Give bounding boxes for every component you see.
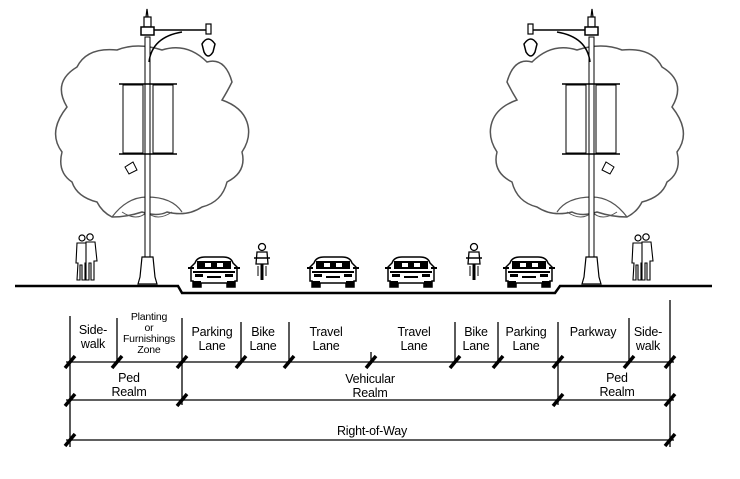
segment-label-travel-lane-right: Travel Lane [397,325,431,353]
ground-profile [15,284,712,295]
segment-label-planting-zone: Planting or Furnishings Zone [122,311,176,356]
realm-label-ped-right: Ped Realm [599,371,635,399]
segment-label-bike-lane-left: Bike Lane [249,325,277,353]
segment-label-parking-lane-right: Parking Lane [505,325,547,353]
car-icon [187,256,241,288]
right-of-way-label: Right-of-Way [336,424,408,438]
left-pedestrians-icon [75,233,98,281]
segment-label-sidewalk-left: Side- walk [78,323,108,351]
right-pedestrians-icon [631,233,654,281]
car-icon [502,256,556,288]
realm-label-vehicular: Vehicular Realm [345,372,395,400]
dimension-lines [63,300,677,448]
car-icon [306,256,360,288]
realm-label-ped-left: Ped Realm [111,371,147,399]
car-icon [384,256,438,288]
right-tree-streetlight [489,8,685,285]
segment-label-parking-lane-left: Parking Lane [191,325,233,353]
segment-label-travel-lane-left: Travel Lane [309,325,343,353]
bicycle-icon [253,242,271,281]
segment-label-sidewalk-right: Side- walk [633,325,663,353]
segment-label-bike-lane-right: Bike Lane [462,325,490,353]
segment-label-parkway: Parkway [569,325,617,339]
bicycle-icon [465,242,483,281]
